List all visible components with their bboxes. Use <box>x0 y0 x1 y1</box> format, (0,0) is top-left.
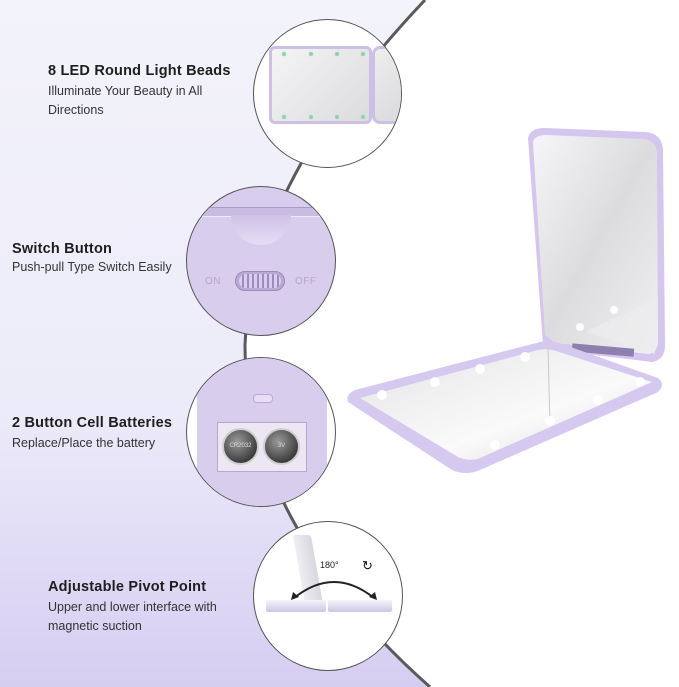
mirror-side-panel <box>372 46 401 124</box>
coin-battery-icon: CR2032 <box>222 428 259 465</box>
led-bead-icon <box>309 52 313 56</box>
feature-title: 8 LED Round Light Beads <box>48 63 231 79</box>
magnet-icon: ↻ <box>362 558 373 573</box>
feature-title: 2 Button Cell Batteries <box>12 415 173 431</box>
feature-desc-line: Upper and lower interface with <box>48 600 217 614</box>
rotation-arrow-icon <box>291 581 377 600</box>
feature-batteries: 2 Button Cell Batteries Replace/Place th… <box>12 414 172 453</box>
feature-desc-line: magnetic suction <box>48 619 142 633</box>
switch-toggle[interactable] <box>235 271 285 291</box>
led-bead-icon <box>309 115 313 119</box>
switch-off-label: OFF <box>295 276 317 287</box>
led-bead-icon <box>335 52 339 56</box>
mirror-panel <box>269 46 372 124</box>
feature-desc-line: Push-pull Type Switch Easily <box>12 260 172 274</box>
mini-switch <box>253 394 273 403</box>
right-flat-panel <box>328 600 392 612</box>
led-bead-icon <box>282 52 286 56</box>
battery-tray: CR2032 3V <box>217 422 307 472</box>
feature-pivot: Adjustable Pivot Point Upper and lower i… <box>48 578 217 636</box>
coin-battery-icon: 3V <box>263 428 300 465</box>
led-bead-icon <box>282 115 286 119</box>
thumb-notch <box>231 215 291 245</box>
led-bead-icon <box>335 115 339 119</box>
feature-desc-line: Directions <box>48 103 104 117</box>
led-bead-icon <box>361 115 365 119</box>
feature-desc-line: Illuminate Your Beauty in All <box>48 84 203 98</box>
feature-led: 8 LED Round Light Beads Illuminate Your … <box>48 62 231 120</box>
led-bead-icon <box>361 52 365 56</box>
feature-title: Switch Button <box>12 241 113 257</box>
angle-label: 180° <box>320 560 339 570</box>
feature-title: Adjustable Pivot Point <box>48 579 207 595</box>
left-flat-panel <box>266 600 326 612</box>
feature-switch: Switch Button Push-pull Type Switch Easi… <box>12 240 172 277</box>
pivot-detail-circle: 180° ↻ <box>253 521 403 671</box>
battery-detail-circle: CR2032 3V <box>186 357 336 507</box>
led-detail-circle <box>253 19 402 168</box>
switch-grip <box>239 274 281 288</box>
switch-on-label: ON <box>205 276 221 287</box>
compact-mirror-product <box>347 128 665 473</box>
feature-desc-line: Replace/Place the battery <box>12 436 156 450</box>
switch-detail-circle: ON OFF <box>186 186 336 336</box>
